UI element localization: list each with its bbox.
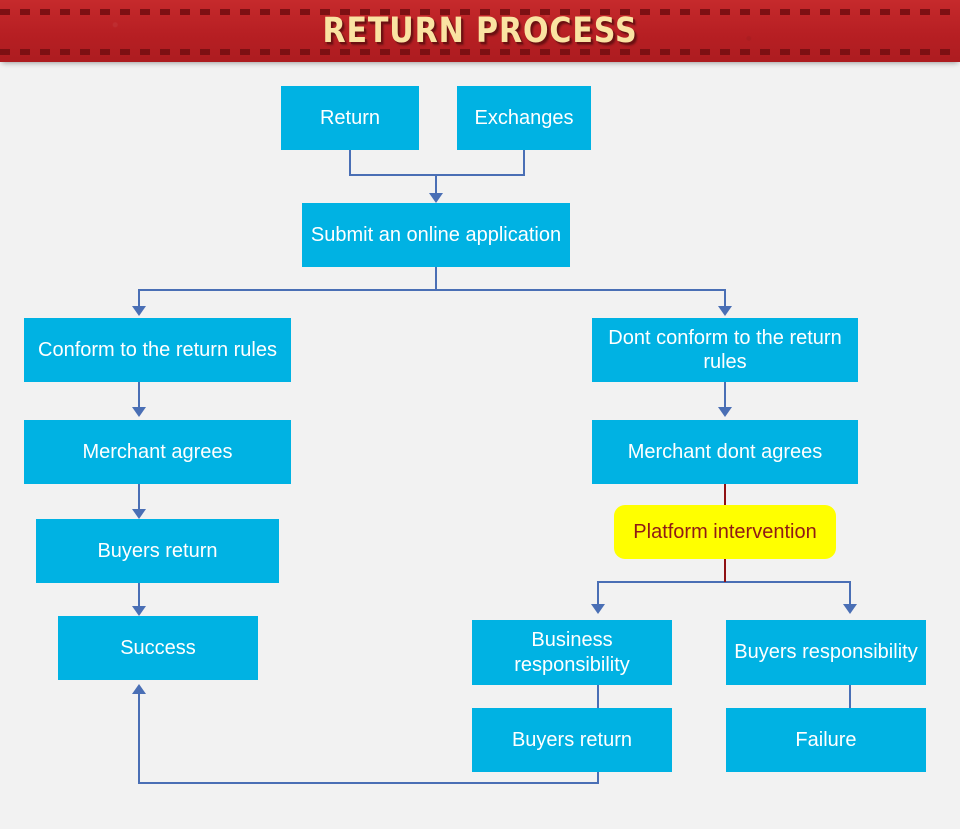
- connector-submit-down: [435, 267, 437, 291]
- node-failure[interactable]: Failure: [726, 708, 926, 772]
- arrow-into-success-feedback: [132, 684, 146, 694]
- arrow-into-conform: [132, 306, 146, 316]
- banner-dashed-line-top: [0, 9, 960, 15]
- node-submit-online-application[interactable]: Submit an online application: [302, 203, 570, 267]
- node-conform-to-return-rules[interactable]: Conform to the return rules: [24, 318, 291, 382]
- connector-business-to-buyers-return-right: [597, 685, 599, 709]
- arrow-into-buyers-responsibility: [843, 604, 857, 614]
- arrow-into-dont-conform: [718, 306, 732, 316]
- connector-buyers-return-to-success: [138, 582, 140, 608]
- node-return[interactable]: Return: [281, 86, 419, 150]
- connector-dont-conform-to-merchant-dont-agrees: [724, 382, 726, 410]
- node-dont-conform-to-return-rules[interactable]: Dont conform to the return rules: [592, 318, 858, 382]
- connector-return-down: [349, 150, 351, 176]
- arrow-into-success: [132, 606, 146, 616]
- node-merchant-dont-agrees[interactable]: Merchant dont agrees: [592, 420, 858, 484]
- arrow-into-buyers-return-left: [132, 509, 146, 519]
- connector-right-split-bar: [597, 581, 851, 583]
- node-exchanges[interactable]: Exchanges: [457, 86, 591, 150]
- header-banner: RETURN PROCESS: [0, 0, 960, 62]
- connector-split-left-drop: [138, 289, 140, 309]
- node-platform-intervention[interactable]: Platform intervention: [614, 505, 836, 559]
- connector-split-bar: [138, 289, 726, 291]
- connector-merge-to-submit: [435, 174, 437, 196]
- node-business-responsibility[interactable]: Business responsibility: [472, 620, 672, 685]
- node-success[interactable]: Success: [58, 616, 258, 680]
- connector-right-split-left-drop: [597, 581, 599, 607]
- connector-merchant-dont-agrees-to-platform: [724, 484, 726, 506]
- page-title: RETURN PROCESS: [322, 11, 638, 51]
- arrow-into-business-responsibility: [591, 604, 605, 614]
- arrow-into-merchant-dont-agrees: [718, 407, 732, 417]
- node-buyers-return-left[interactable]: Buyers return: [36, 519, 279, 583]
- connector-feedback-up: [138, 694, 140, 784]
- connector-feedback-horizontal: [138, 782, 599, 784]
- connector-buyers-responsibility-to-failure: [849, 685, 851, 709]
- connector-platform-to-split: [724, 558, 726, 582]
- connector-conform-to-merchant-agrees: [138, 382, 140, 410]
- connector-split-right-drop: [724, 289, 726, 309]
- arrow-into-submit: [429, 193, 443, 203]
- connector-merchant-agrees-to-buyers-return: [138, 484, 140, 512]
- banner-dashed-line-bottom: [0, 49, 960, 55]
- arrow-into-merchant-agrees: [132, 407, 146, 417]
- connector-merge-bar-top: [349, 174, 525, 176]
- node-buyers-responsibility[interactable]: Buyers responsibility: [726, 620, 926, 685]
- node-buyers-return-right[interactable]: Buyers return: [472, 708, 672, 772]
- connector-feedback-down: [597, 772, 599, 784]
- connector-right-split-right-drop: [849, 581, 851, 607]
- node-merchant-agrees[interactable]: Merchant agrees: [24, 420, 291, 484]
- connector-exchanges-down: [523, 150, 525, 176]
